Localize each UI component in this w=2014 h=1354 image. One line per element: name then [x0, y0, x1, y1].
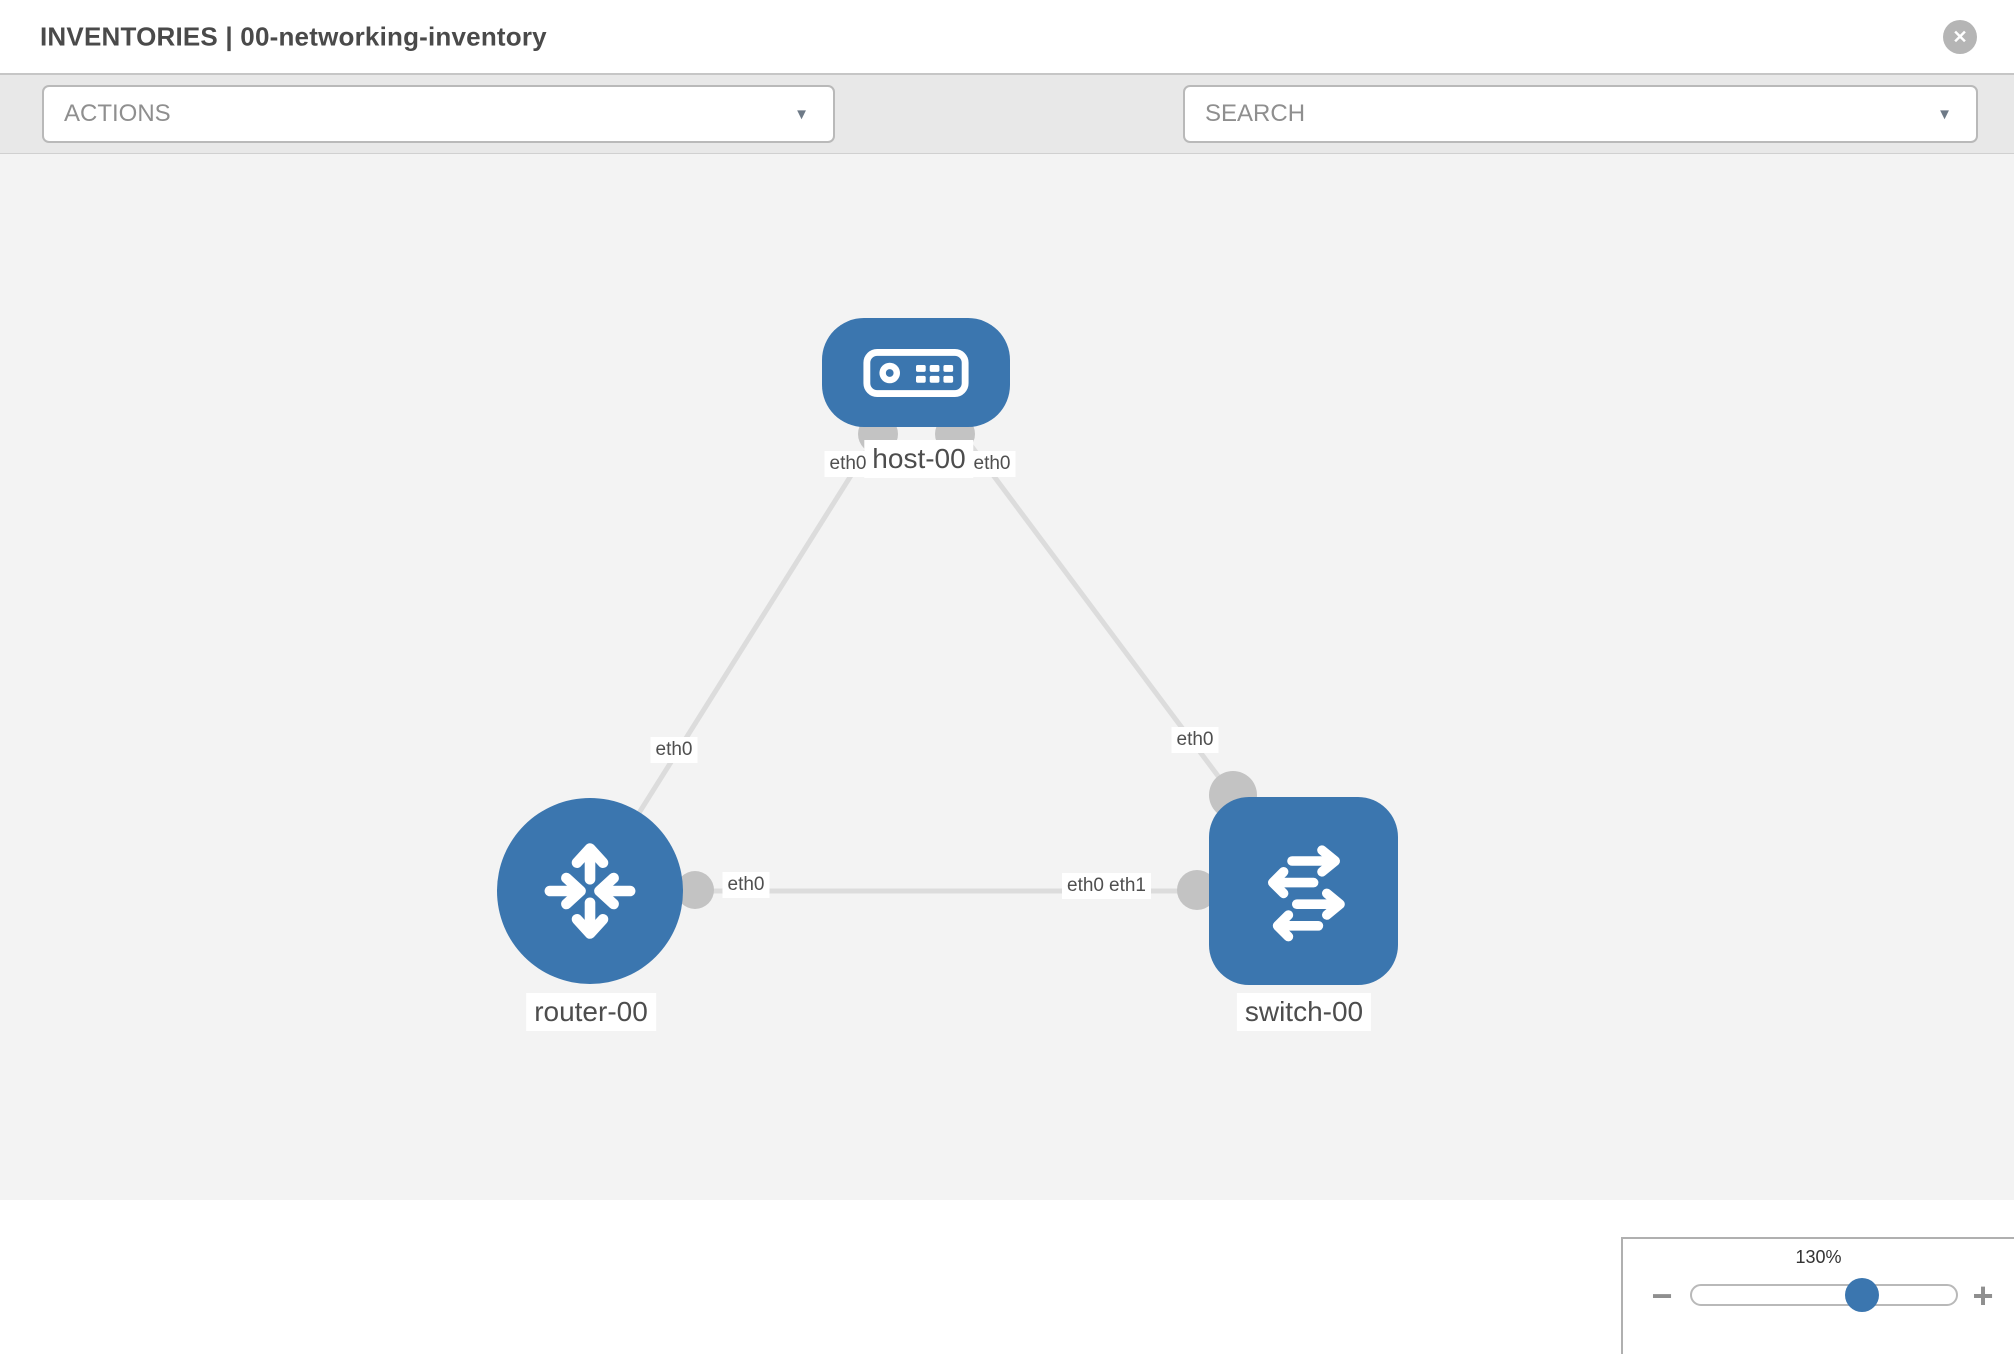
search-dropdown-label: SEARCH	[1205, 100, 1306, 127]
node-label-host: host-00	[864, 440, 974, 478]
zoom-slider-thumb[interactable]	[1845, 1278, 1879, 1312]
close-icon: ✕	[1952, 27, 1968, 47]
router-icon	[544, 843, 636, 939]
port-router-eth0	[676, 871, 714, 909]
zoom-out-button[interactable]: −	[1644, 1276, 1680, 1316]
node-label-router: router-00	[526, 993, 656, 1031]
interface-label: eth1	[1104, 873, 1151, 899]
minus-icon: −	[1651, 1275, 1673, 1316]
interface-label: eth0	[722, 872, 770, 898]
close-button[interactable]: ✕	[1943, 20, 1977, 54]
host-icon	[863, 348, 969, 397]
zoom-panel: 130% − +	[1621, 1237, 2014, 1354]
zoom-in-button[interactable]: +	[1965, 1276, 2001, 1316]
chevron-down-icon: ▼	[794, 106, 809, 123]
node-switch-00[interactable]	[1209, 797, 1398, 985]
actions-dropdown[interactable]: ACTIONS ▼	[42, 85, 835, 143]
toolbar: ACTIONS ▼ SEARCH ▼	[0, 73, 2014, 201]
header: INVENTORIES | 00-networking-inventory ✕	[0, 0, 2014, 73]
interface-label: eth0	[650, 737, 698, 763]
node-label-switch: switch-00	[1236, 993, 1372, 1031]
node-host-00[interactable]	[822, 318, 1010, 427]
interface-label: eth0	[968, 451, 1016, 477]
node-router-00[interactable]	[497, 798, 683, 984]
links-layer	[587, 370, 1307, 910]
interface-label: eth0	[1171, 727, 1219, 753]
interface-label: eth0	[1062, 873, 1109, 899]
plus-icon: +	[1972, 1275, 1994, 1316]
port-switch-eth1	[1177, 870, 1217, 910]
chevron-down-icon: ▼	[1937, 106, 1952, 123]
zoom-slider-track[interactable]	[1690, 1278, 1958, 1312]
topology-canvas[interactable]: host-00 router-00 switch-00 eth0 eth0 et…	[0, 154, 2014, 1354]
zoom-level-value: 130%	[1795, 1247, 1842, 1267]
search-dropdown[interactable]: SEARCH ▼	[1183, 85, 1978, 143]
interface-label: eth0	[824, 451, 872, 477]
switch-icon	[1267, 845, 1345, 942]
page-title: INVENTORIES | 00-networking-inventory	[40, 21, 547, 51]
actions-dropdown-label: ACTIONS	[64, 100, 171, 127]
